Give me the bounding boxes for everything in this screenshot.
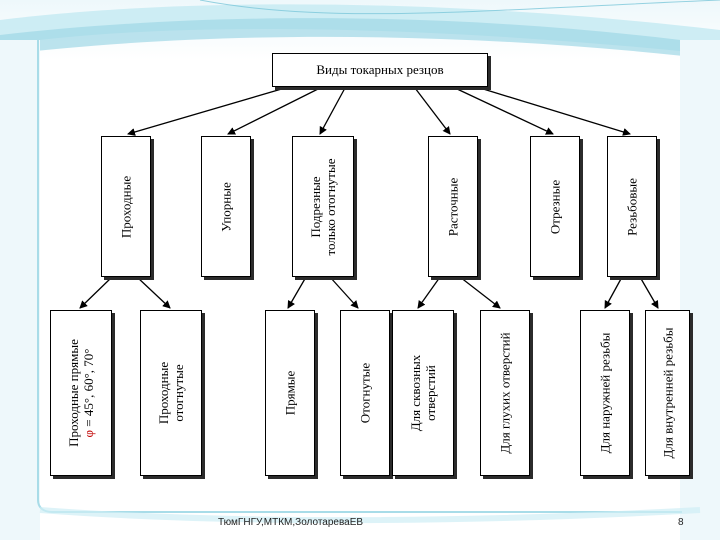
label-prokhodnye: Проходные — [118, 175, 134, 238]
label-otognutye: Отогнутые — [357, 362, 373, 424]
page-number: 8 — [678, 517, 684, 528]
label-glukhie: Для глухих отверстий — [497, 332, 513, 454]
label-vnutrennyaya: Для внутренней резьбы — [660, 327, 675, 459]
box-prokhodnye: Проходные — [101, 136, 151, 277]
label-rastochnye: Расточные — [445, 177, 461, 236]
label-skvoznye-line2: отверстий — [423, 365, 438, 421]
label-skvoznye: Для сквозных отверстий — [408, 355, 438, 432]
label-podreznye: Подрезные только отогнутые — [308, 158, 338, 255]
box-otognutye: Отогнутые — [340, 310, 390, 476]
box-prokhodnye-otognutye: Проходные отогнутые — [140, 310, 202, 476]
root-box: Виды токарных резцов — [272, 53, 488, 87]
box-naruzhnaya: Для наружней резьбы — [580, 310, 630, 476]
label-podreznye-line1: Подрезные — [308, 175, 323, 238]
footer-author: ТюмГНГУ,МТКМ,ЗолотареваЕВ — [218, 517, 364, 528]
angle-values: = 45°, 60°, 70° — [81, 348, 96, 430]
box-podreznye: Подрезные только отогнутые — [292, 136, 354, 277]
box-upornye: Упорные — [201, 136, 251, 277]
label-naruzhnaya: Для наружней резьбы — [597, 332, 613, 454]
label-prokhodnye-otognutye-line2: отогнутые — [171, 364, 186, 422]
box-pryamye: Прямые — [265, 310, 315, 476]
label-prokhodnye-pryamye-line2: φ = 45°, 60°, 70° — [81, 339, 96, 447]
label-rezbovye: Резьбовые — [624, 177, 640, 236]
label-prokhodnye-pryamye: Проходные прямые φ = 45°, 60°, 70° — [66, 339, 96, 447]
root-label: Виды токарных резцов — [316, 62, 444, 77]
box-prokhodnye-pryamye: Проходные прямые φ = 45°, 60°, 70° — [50, 310, 112, 476]
box-otreznye: Отрезные — [530, 136, 580, 277]
box-skvoznye: Для сквозных отверстий — [392, 310, 454, 476]
label-prokhodnye-pryamye-line1: Проходные прямые — [66, 339, 81, 447]
label-upornye: Упорные — [218, 181, 234, 232]
label-prokhodnye-otognutye-line1: Проходные — [156, 361, 171, 425]
label-podreznye-line2: только отогнутые — [323, 158, 338, 255]
label-skvoznye-line1: Для сквозных — [408, 354, 423, 432]
box-rastochnye: Расточные — [428, 136, 478, 277]
label-prokhodnye-otognutye: Проходные отогнутые — [156, 362, 186, 424]
box-vnutrennyaya: Для внутренней резьбы — [645, 310, 690, 476]
box-rezbovye: Резьбовые — [607, 136, 657, 277]
box-glukhie: Для глухих отверстий — [480, 310, 530, 476]
phi-symbol: φ — [81, 429, 96, 438]
label-otreznye: Отрезные — [547, 179, 563, 234]
label-pryamye: Прямые — [282, 370, 298, 416]
